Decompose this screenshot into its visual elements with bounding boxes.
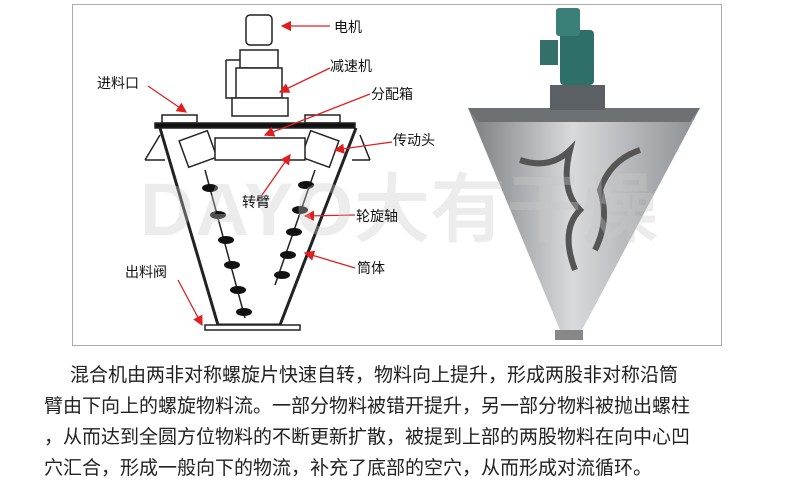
- label-screw-shaft: 轮旋轴: [356, 209, 398, 225]
- label-rotating-arm: 转臂: [242, 195, 270, 211]
- callout-arrows: [147, 20, 393, 327]
- label-motor: 电机: [334, 20, 362, 36]
- label-discharge-valve: 出料阀: [125, 265, 167, 281]
- description-line: 混合机由两非对称螺旋片快速自转，物料向上提升，形成两股非对称沿筒: [70, 364, 679, 386]
- label-drive-head: 传动头: [393, 133, 435, 149]
- description-paragraph: 混合机由两非对称螺旋片快速自转，物料向上提升，形成两股非对称沿筒 臂由下向上的螺…: [44, 360, 784, 484]
- watermark: DAYO大有干燥: [140, 168, 660, 251]
- schematic-drawing: [144, 14, 371, 331]
- label-barrel: 筒体: [357, 261, 385, 277]
- label-distribution-box: 分配箱: [371, 87, 413, 103]
- label-feed-inlet: 进料口: [97, 76, 139, 92]
- description-line: 穴汇合，形成一般向下的物流，补充了底部的空穴，从而形成对流循环。: [44, 457, 653, 479]
- description-line: 臂由下向上的螺旋物料流。一部分物料被错开提升，另一部分物料被抛出螺柱: [44, 395, 691, 417]
- mixer-photo: [468, 8, 700, 340]
- label-reducer: 减速机: [330, 59, 372, 75]
- image-frame: [72, 4, 722, 346]
- description-line: ，从而达到全圆方位物料的不断更新扩散，被提到上部的两股物料在向中心凹: [44, 426, 691, 448]
